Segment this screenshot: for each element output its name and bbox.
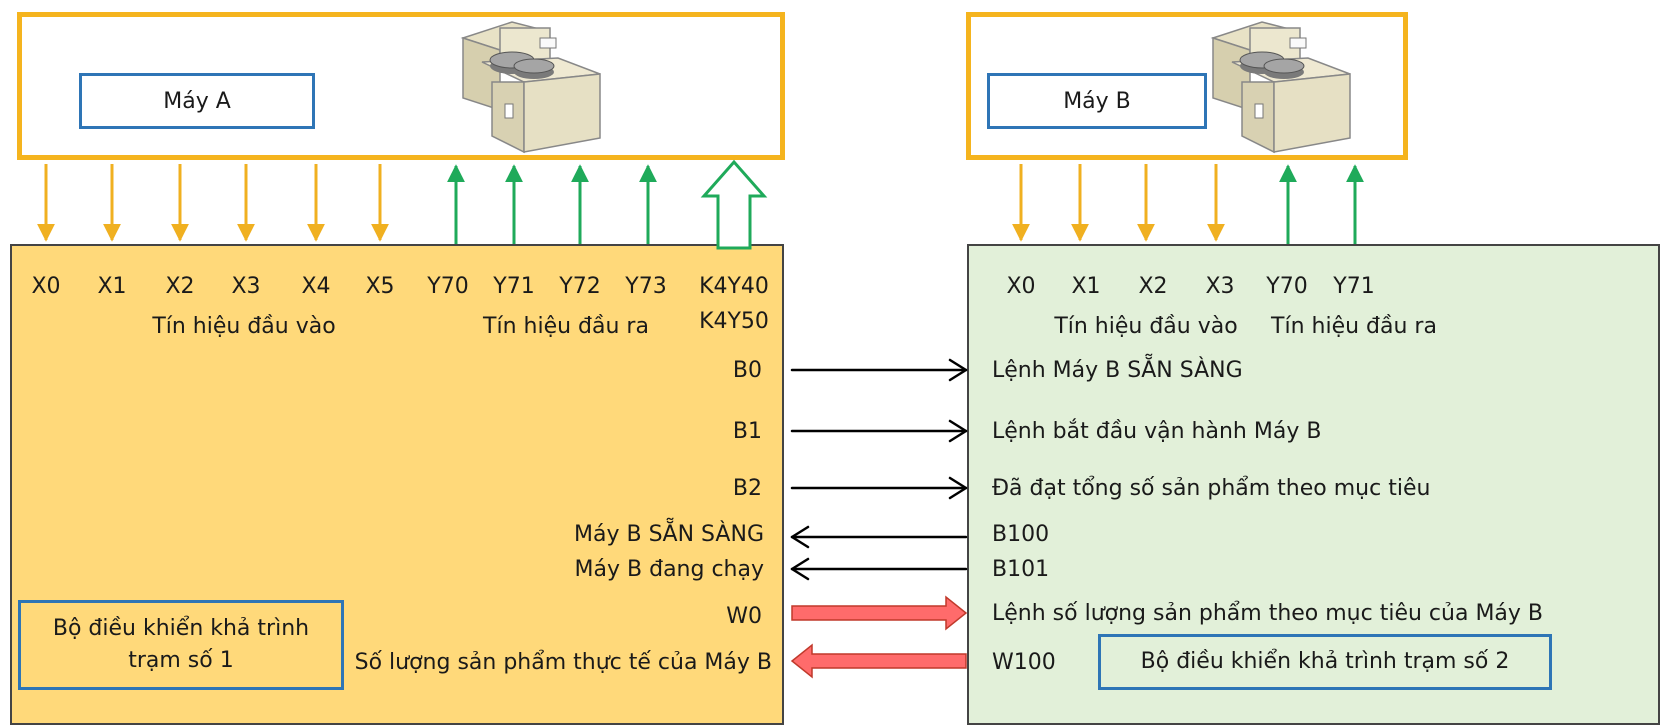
plc-a-word-k4y40: K4Y40	[699, 274, 769, 299]
machine-b-illustration	[1210, 21, 1351, 154]
link-w0	[791, 595, 968, 631]
plc-b-input-x3: X3	[1205, 274, 1235, 299]
plc-a-input-group-label: Tín hiệu đầu vào	[152, 314, 336, 339]
link-w100	[790, 643, 967, 679]
link-b100	[790, 525, 968, 549]
plc-b-target-qty-label: Lệnh số lượng sản phẩm theo mục tiêu của…	[992, 601, 1544, 626]
plc-a-output-y71: Y71	[493, 274, 535, 299]
plc-a-input-x3: X3	[231, 274, 261, 299]
plc-a-word-k4y50: K4Y50	[699, 309, 769, 334]
plc-b-input-x1: X1	[1071, 274, 1101, 299]
plc-a-device-b1: B1	[732, 419, 762, 444]
plc-b-command-ready: Lệnh Máy B SẴN SÀNG	[992, 358, 1243, 383]
machine-a-name: Máy A	[79, 73, 315, 129]
plc-a-device-b0: B0	[732, 358, 762, 383]
link-b2	[790, 476, 968, 500]
plc-b-output-y70: Y70	[1266, 274, 1308, 299]
plc-a-device-b2: B2	[732, 476, 762, 501]
plc-a-input-x5: X5	[365, 274, 395, 299]
plc-a-actual-qty-label: Số lượng sản phẩm thực tế của Máy B	[354, 650, 772, 675]
plc-b-input-group-label: Tín hiệu đầu vào	[1054, 314, 1238, 339]
machine-a-illustration	[460, 21, 601, 154]
link-b101	[790, 557, 968, 581]
plc-a-output-y70: Y70	[427, 274, 469, 299]
plc-b-device-b100: B100	[992, 522, 1050, 547]
plc-a-controller-line-2: trạm số 1	[128, 648, 234, 673]
plc-a-output-y72: Y72	[559, 274, 601, 299]
plc-a-status-ready: Máy B SẴN SÀNG	[574, 522, 764, 547]
plc-a-device-w0: W0	[726, 604, 762, 629]
plc-a-status-running: Máy B đang chạy	[574, 557, 764, 582]
plc-a-input-x1: X1	[97, 274, 127, 299]
plc-b-command-start: Lệnh bắt đầu vận hành Máy B	[992, 419, 1322, 444]
plc-b-controller-label: Bộ điều khiển khả trình trạm số 2	[1098, 634, 1552, 690]
plc-a-output-y73: Y73	[625, 274, 667, 299]
arrow-word-output-a	[700, 159, 768, 250]
plc-station-1	[10, 244, 784, 725]
machine-b-name: Máy B	[987, 73, 1207, 129]
plc-a-output-group-label: Tín hiệu đầu ra	[483, 314, 649, 339]
plc-a-controller-label: Bộ điều khiển khả trình trạm số 1	[18, 600, 344, 690]
plc-a-input-x0: X0	[31, 274, 61, 299]
link-b1	[790, 419, 968, 443]
plc-b-command-target-reached: Đã đạt tổng số sản phẩm theo mục tiêu	[992, 476, 1431, 501]
plc-a-controller-line-1: Bộ điều khiển khả trình	[52, 616, 310, 642]
plc-b-output-y71: Y71	[1333, 274, 1375, 299]
plc-a-input-x2: X2	[165, 274, 195, 299]
plc-b-device-b101: B101	[992, 557, 1050, 582]
plc-b-output-group-label: Tín hiệu đầu ra	[1271, 314, 1437, 339]
link-b0	[790, 358, 968, 382]
plc-b-input-x2: X2	[1138, 274, 1168, 299]
plc-b-device-w100: W100	[992, 650, 1056, 675]
plc-b-input-x0: X0	[1006, 274, 1036, 299]
plc-a-input-x4: X4	[301, 274, 331, 299]
plc-station-2	[967, 244, 1660, 725]
